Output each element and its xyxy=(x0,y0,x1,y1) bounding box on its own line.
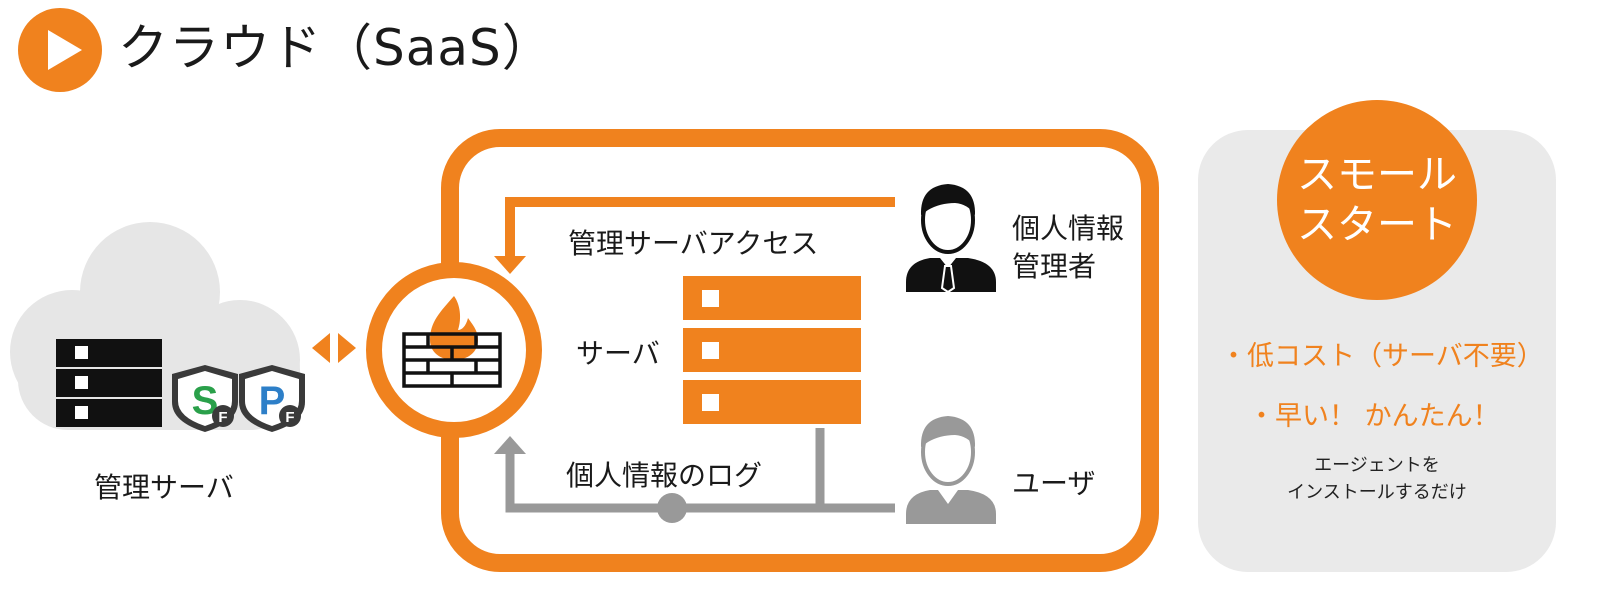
log-arrow xyxy=(494,428,895,523)
small-start-badge xyxy=(1277,100,1477,300)
server-label: サーバ xyxy=(576,337,660,370)
badge-line2: スタート xyxy=(1297,202,1457,248)
badge-line1: スモール xyxy=(1297,152,1457,198)
user-person-icon xyxy=(906,416,996,524)
admin-person-icon xyxy=(906,184,996,294)
bidirectional-arrow-icon xyxy=(312,333,356,363)
shield-p-sub-letter: F xyxy=(285,409,294,426)
server-stack-icon xyxy=(683,276,861,424)
admin-label-line1: 個人情報 xyxy=(1012,212,1125,245)
admin-label-line2: 管理者 xyxy=(1012,250,1097,283)
access-label: 管理サーバアクセス xyxy=(568,227,819,260)
management-server-icon xyxy=(56,339,162,427)
bullet-fast-easy: ・早い！ かんたん！ xyxy=(1248,401,1500,432)
page-title: クラウド（SaaS） xyxy=(118,19,553,77)
bullet-low-cost: ・低コスト（サーバ不要） xyxy=(1220,341,1544,372)
user-label: ユーザ xyxy=(1012,467,1096,500)
log-label: 個人情報のログ xyxy=(566,459,763,492)
management-server-label: 管理サーバ xyxy=(94,471,234,504)
shield-s-sub-letter: F xyxy=(218,409,227,426)
access-arrow xyxy=(494,197,895,274)
shield-p-icon: P F xyxy=(239,365,305,432)
firewall-icon xyxy=(366,262,542,438)
install-note-line2: インストールするだけ xyxy=(1287,482,1467,503)
play-icon xyxy=(18,8,102,92)
shield-s-icon: S F xyxy=(172,365,238,432)
install-note-line1: エージェントを xyxy=(1314,455,1440,476)
install-note: エージェントを インストールするだけ xyxy=(1197,452,1557,506)
badge-text: スモール スタート xyxy=(1277,150,1477,250)
